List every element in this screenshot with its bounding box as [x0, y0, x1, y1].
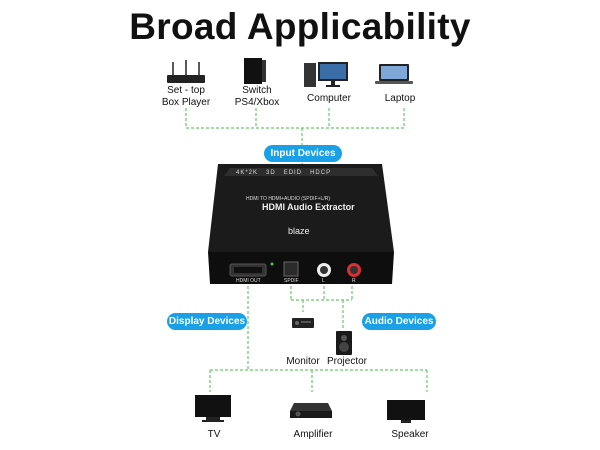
- monitor-label: Monitor: [286, 356, 320, 367]
- input-device-label-console: Switch PS4/Xbox: [234, 85, 280, 108]
- input-devices-pill: Input Devices: [264, 145, 342, 162]
- device-features: 4K*2K 3D EDID HDCP: [236, 170, 332, 176]
- amplifier-label: Amplifier: [293, 429, 333, 440]
- computer-icon: [302, 60, 352, 90]
- hdmi-audio-extractor-device: 4K*2K 3D EDID HDCP HDMI Audio Extractor …: [200, 160, 400, 290]
- port-label-r: R: [352, 278, 356, 284]
- port-label-l: L: [322, 278, 325, 284]
- input-device-label-computer: Computer: [307, 93, 351, 104]
- game-console-icon: [240, 56, 270, 88]
- input-device-label-laptop: Laptop: [384, 93, 416, 104]
- laptop-icon: [374, 62, 414, 86]
- tv-label: TV: [207, 429, 221, 440]
- port-label-hdmi-out: HDMI OUT: [236, 278, 261, 284]
- amplifier-icon: [288, 400, 334, 420]
- speaker-label: Speaker: [391, 429, 429, 440]
- tv-icon: [194, 394, 232, 424]
- input-device-label-settop: Set - top Box Player: [161, 85, 211, 108]
- device-subtitle: HDMI TO HDMI+AUDIO (SPDIF+L/R): [246, 196, 330, 202]
- audio-devices-pill: Audio Devices: [362, 313, 436, 330]
- display-devices-pill: Display Devices: [167, 313, 247, 330]
- device-brand: blaze: [288, 226, 310, 236]
- monitor-device-icon: [290, 312, 316, 334]
- device-model: HDMI Audio Extractor: [262, 202, 355, 212]
- page-title: Broad Applicability: [129, 6, 471, 47]
- projector-label: Projector: [326, 356, 367, 367]
- port-label-spdif: SPDIF: [284, 278, 299, 284]
- projector-device-icon: [334, 330, 354, 356]
- set-top-box-icon: [165, 58, 207, 88]
- speaker-icon: [386, 398, 426, 424]
